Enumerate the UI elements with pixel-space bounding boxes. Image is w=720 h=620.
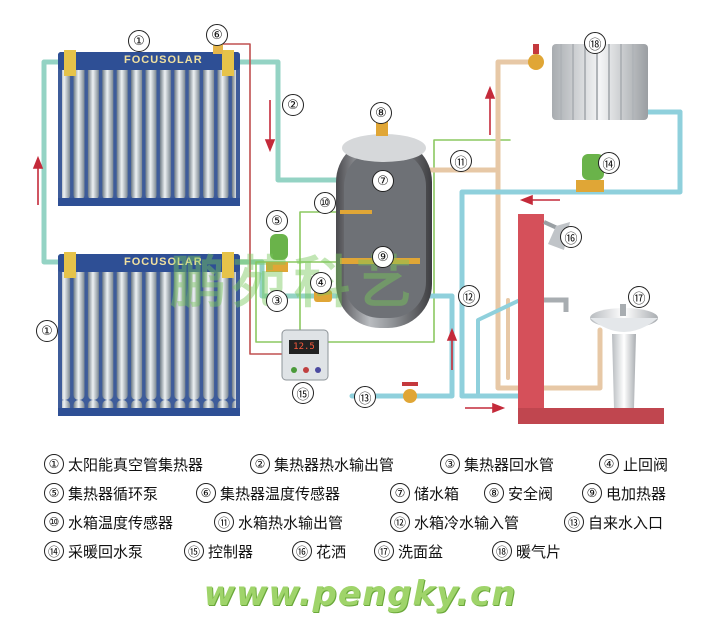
callout-17: ⑰ — [628, 286, 650, 308]
watermark: 鹏苑科艺 — [170, 251, 418, 316]
site-url: www.pengky.cn — [203, 574, 517, 614]
radiator-valve — [528, 44, 544, 70]
faucet — [544, 297, 569, 312]
heating-return-pipe — [459, 109, 683, 399]
basin-cold-pipe — [476, 298, 522, 398]
radiator — [552, 44, 648, 120]
callout-14: ⑭ — [598, 152, 620, 174]
callout-7: ⑦ — [372, 170, 394, 192]
controller-display: 12.5 — [289, 340, 319, 354]
solar-heating-diagram — [32, 42, 683, 424]
callout-3: ③ — [266, 290, 288, 312]
solar-collector-bottom — [58, 252, 240, 416]
collector-series-pipe — [41, 59, 63, 265]
callout-15: ⑮ — [292, 382, 314, 404]
callout-4: ④ — [310, 272, 332, 294]
collector-logo-top: FOCUSOLAR — [124, 54, 203, 66]
storage-tank — [336, 116, 432, 328]
callout-10: ⑩ — [314, 192, 336, 214]
hot-output-pipe — [235, 59, 339, 183]
collector-pump — [266, 234, 288, 272]
callout-18: ⑱ — [584, 32, 606, 54]
controller — [281, 329, 329, 381]
collector-sensor-icon — [213, 42, 223, 54]
callout-9: ⑨ — [372, 246, 394, 268]
wall — [518, 214, 664, 424]
callout-1: ① — [128, 30, 150, 52]
flow-arrows — [32, 85, 560, 414]
callout-8: ⑧ — [370, 102, 392, 124]
radiator-supply-pipe — [495, 59, 543, 173]
collector-logo-bottom: FOCUSOLAR — [124, 256, 203, 268]
tank-hot-output-pipe — [427, 167, 603, 391]
callout-5: ⑤ — [266, 210, 288, 232]
callout-13: ⑬ — [354, 386, 376, 408]
callout-1b: ① — [36, 320, 58, 342]
callout-2: ② — [282, 94, 304, 116]
solar-collector-top — [58, 50, 240, 206]
callout-6: ⑥ — [206, 24, 228, 46]
callout-11: ⑪ — [450, 150, 472, 172]
tap-water-valve — [402, 382, 418, 403]
callout-12: ⑫ — [458, 285, 480, 307]
heating-return-pump — [576, 154, 604, 192]
callout-16: ⑯ — [560, 226, 582, 248]
collector-sensor-wire — [217, 43, 291, 355]
wash-basin — [590, 304, 658, 408]
